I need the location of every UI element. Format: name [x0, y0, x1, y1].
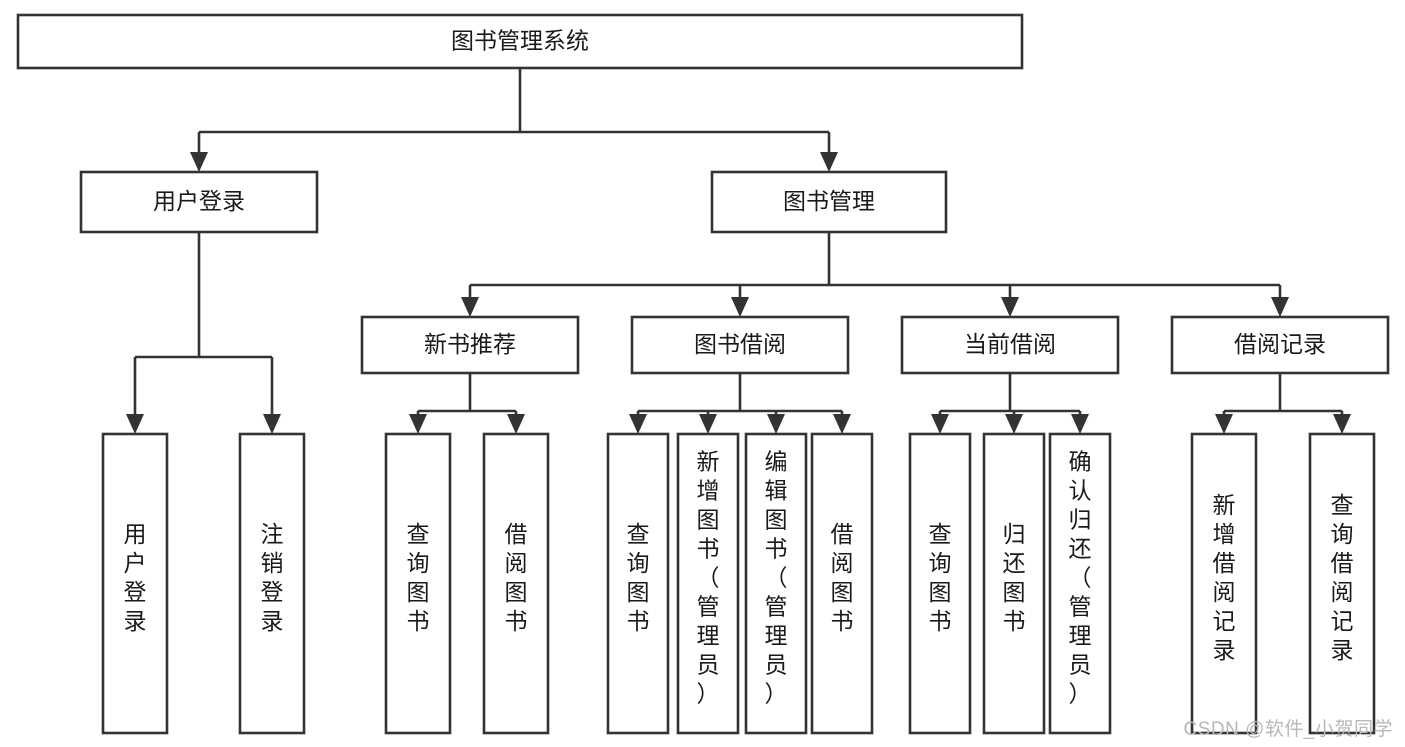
arrow-head: [767, 414, 785, 434]
node-label: 图书管理: [783, 188, 875, 214]
node-label: 借阅图书: [831, 521, 854, 634]
arrow-head: [1333, 414, 1351, 434]
node-user-login[interactable]: 用户登录: [79, 170, 319, 234]
node-box[interactable]: [101, 432, 169, 735]
node-box[interactable]: [1190, 432, 1258, 735]
node-box[interactable]: [238, 432, 306, 735]
arrow-head: [1215, 414, 1233, 434]
node-leaf-add-record[interactable]: 新增借阅记录: [1190, 432, 1258, 735]
node-new-book-rec[interactable]: 新书推荐: [360, 315, 580, 375]
node-book-borrow[interactable]: 图书借阅: [630, 315, 850, 375]
node-box[interactable]: [982, 432, 1046, 735]
node-leaf-query-book-2[interactable]: 查询图书: [606, 432, 670, 735]
node-label: 用户登录: [124, 521, 147, 634]
node-label: 图书管理系统: [451, 28, 589, 54]
connector-layer: [126, 68, 1351, 434]
node-box[interactable]: [384, 432, 452, 735]
node-label: 新增图书（管理员）: [697, 449, 720, 707]
node-box[interactable]: [810, 432, 874, 735]
node-label: 注销登录: [261, 521, 284, 634]
node-box[interactable]: [900, 315, 1120, 375]
node-label: 图书借阅: [694, 331, 786, 357]
node-label: 借阅图书: [505, 521, 528, 634]
arrow-head: [731, 297, 749, 317]
node-box[interactable]: [1170, 315, 1390, 375]
node-box[interactable]: [1308, 432, 1376, 735]
arrow-head: [1005, 414, 1023, 434]
node-label: 查询图书: [627, 521, 650, 634]
node-box[interactable]: [676, 432, 740, 735]
arrow-head: [126, 414, 144, 434]
node-leaf-edit-book[interactable]: 编辑图书（管理员）: [744, 432, 808, 735]
node-label: 新增借阅记录: [1213, 492, 1236, 663]
node-leaf-borrow-book-2[interactable]: 借阅图书: [810, 432, 874, 735]
node-label: 确认归还（管理员）: [1069, 449, 1092, 707]
node-leaf-user-login[interactable]: 用户登录: [101, 432, 169, 735]
node-leaf-query-book-3[interactable]: 查询图书: [908, 432, 972, 735]
node-borrow-record[interactable]: 借阅记录: [1170, 315, 1390, 375]
arrow-head: [931, 414, 949, 434]
node-label: 归还图书: [1003, 521, 1026, 634]
arrow-head: [190, 152, 208, 172]
arrow-head: [1071, 414, 1089, 434]
node-leaf-add-book[interactable]: 新增图书（管理员）: [676, 432, 740, 735]
node-box[interactable]: [710, 170, 948, 234]
arrow-head: [1271, 297, 1289, 317]
node-label: 查询图书: [407, 521, 430, 634]
node-label: 用户登录: [153, 188, 245, 214]
node-book-manage[interactable]: 图书管理: [710, 170, 948, 234]
node-box[interactable]: [16, 13, 1024, 70]
node-box[interactable]: [79, 170, 319, 234]
node-box[interactable]: [1048, 432, 1112, 735]
node-leaf-confirm-return[interactable]: 确认归还（管理员）: [1048, 432, 1112, 735]
node-leaf-logout[interactable]: 注销登录: [238, 432, 306, 735]
node-label: 查询图书: [929, 521, 952, 634]
arrow-head: [1001, 297, 1019, 317]
node-box[interactable]: [482, 432, 550, 735]
node-box[interactable]: [630, 315, 850, 375]
node-label: 当前借阅: [964, 331, 1056, 357]
node-label: 借阅记录: [1234, 331, 1326, 357]
node-box[interactable]: [606, 432, 670, 735]
node-leaf-query-record[interactable]: 查询借阅记录: [1308, 432, 1376, 735]
watermark-text: CSDN @软件_小贺同学: [1183, 719, 1393, 740]
node-box[interactable]: [908, 432, 972, 735]
arrow-head: [699, 414, 717, 434]
node-leaf-borrow-book-1[interactable]: 借阅图书: [482, 432, 550, 735]
arrow-head: [409, 414, 427, 434]
node-box[interactable]: [360, 315, 580, 375]
arrow-head: [820, 152, 838, 172]
node-box[interactable]: [744, 432, 808, 735]
node-root[interactable]: 图书管理系统: [16, 13, 1024, 70]
node-leaf-query-book-1[interactable]: 查询图书: [384, 432, 452, 735]
node-label: 编辑图书（管理员）: [765, 449, 788, 707]
node-label: 查询借阅记录: [1331, 492, 1354, 663]
node-layer: 图书管理系统用户登录图书管理新书推荐图书借阅当前借阅借阅记录用户登录注销登录查询…: [16, 13, 1390, 735]
arrow-head: [263, 414, 281, 434]
node-current-borrow[interactable]: 当前借阅: [900, 315, 1120, 375]
arrow-head: [833, 414, 851, 434]
arrow-head: [461, 297, 479, 317]
arrow-head: [507, 414, 525, 434]
node-leaf-return-book[interactable]: 归还图书: [982, 432, 1046, 735]
arrow-head: [629, 414, 647, 434]
node-label: 新书推荐: [424, 331, 516, 357]
